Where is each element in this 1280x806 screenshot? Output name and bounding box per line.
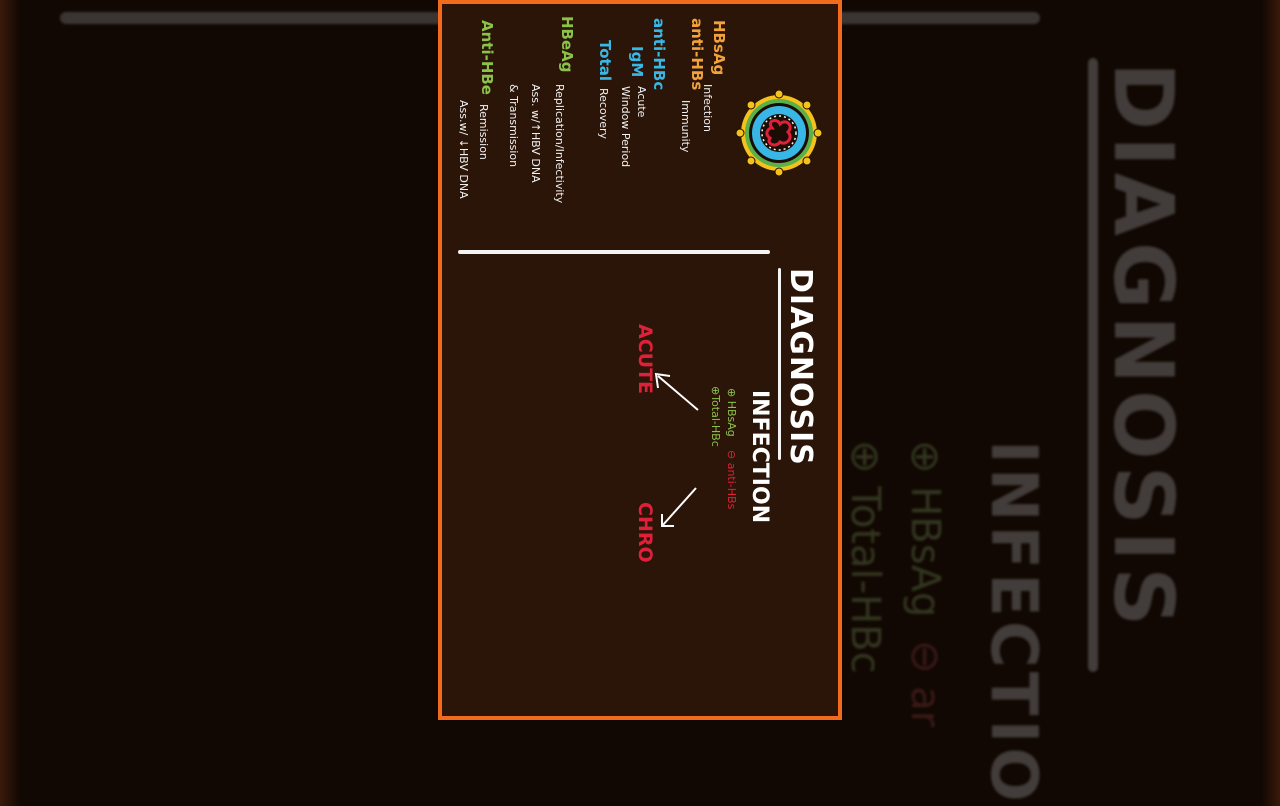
marker-anti-hbs-desc: Immunity xyxy=(679,100,692,153)
background-subtitle: INFECTIO xyxy=(976,440,1050,806)
criteria-anti-hbs: ⊖ anti-HBs xyxy=(725,450,738,510)
arrow-icon xyxy=(654,372,699,411)
marker-anti-hbc: anti-HBc xyxy=(650,18,668,91)
marker-igm-sub: Window Period xyxy=(619,86,632,168)
diagnosis-subtitle: INFECTION xyxy=(747,390,772,524)
background-line1: ⊕ HBsAg xyxy=(902,440,948,618)
marker-igm: IgM xyxy=(628,46,646,78)
marker-total: Total xyxy=(596,40,614,81)
marker-hbeag-sub: Ass. w/↑HBV DNA xyxy=(529,84,542,183)
marker-hbeag-sub2: & Transmission xyxy=(507,84,520,168)
background-line2: ⊕ Total-HBc xyxy=(842,440,888,674)
marker-anti-hbe-sub: Ass.w/ ↓HBV DNA xyxy=(457,100,470,199)
marker-hbeag: HBeAg xyxy=(558,16,576,73)
background-underline xyxy=(1088,58,1098,672)
marker-igm-desc: Acute xyxy=(635,86,648,118)
criteria-hbsag: ⊕ HBsAg xyxy=(725,388,738,437)
background-line3: ⊖ ar xyxy=(902,640,948,728)
video-frame: HBsAg Infection anti-HBs Immunity anti-H… xyxy=(438,0,842,720)
marker-total-desc: Recovery xyxy=(597,88,610,140)
chronic-label: CHRO xyxy=(634,502,656,563)
marker-anti-hbs: anti-HBs xyxy=(688,18,706,91)
marker-anti-hbe-desc: Remission xyxy=(477,104,490,160)
marker-hbsag: HBsAg xyxy=(710,20,728,76)
criteria-total-hbc: ⊕Total-HBc xyxy=(709,386,722,447)
title-underline xyxy=(778,268,781,460)
marker-anti-hbe: Anti-HBe xyxy=(478,20,496,95)
marker-hbeag-desc: Replication/Infectivity xyxy=(553,84,566,204)
diagnosis-title: DIAGNOSIS xyxy=(783,268,818,466)
acute-label: ACUTE xyxy=(634,324,656,395)
background-title: DIAGNOSIS xyxy=(1095,62,1190,633)
section-divider xyxy=(458,250,770,254)
virus-icon xyxy=(736,90,822,176)
marker-hbsag-desc: Infection xyxy=(701,84,714,132)
arrow-icon xyxy=(661,487,697,527)
